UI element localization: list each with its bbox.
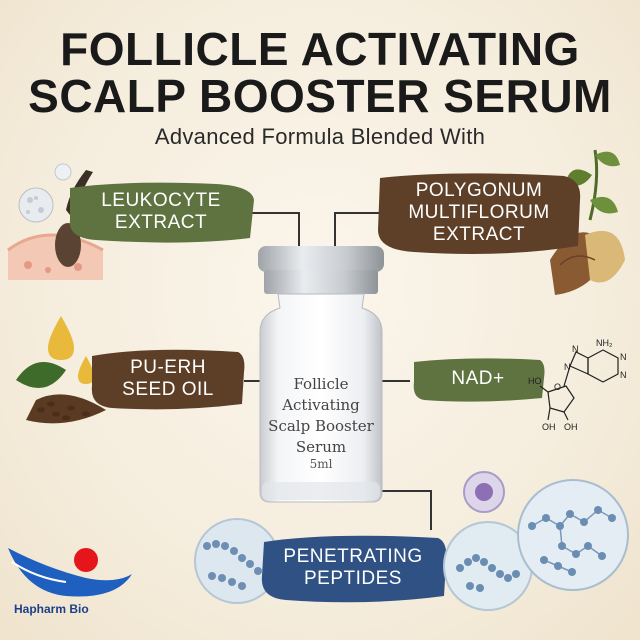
peptides-text: PENETRATING PEPTIDES — [283, 546, 423, 589]
molecule-label-oh1: OH — [542, 422, 556, 432]
leukocyte-text: LEUKOCYTE EXTRACT — [101, 190, 221, 233]
molecule-label-ho: HO — [528, 376, 542, 386]
molecule-label-o: O — [554, 382, 561, 392]
connector-leukocyte — [252, 212, 300, 214]
molecule-label-n2: N — [620, 370, 627, 380]
brand-name: Hapharm Bio — [14, 602, 89, 616]
molecule-label-nh2: NH₂ — [596, 338, 613, 348]
polygonum-text: POLYGONUM MULTIFLORUM EXTRACT — [408, 180, 550, 245]
vial-volume: 5ml — [309, 457, 333, 471]
connector-polygonum-vertical — [334, 212, 336, 250]
ingredient-label-peptides: PENETRATING PEPTIDES — [258, 532, 448, 604]
molecule-label-n4: N — [564, 362, 571, 372]
ingredient-label-polygonum: POLYGONUM MULTIFLORUM EXTRACT — [374, 170, 584, 256]
hapharm-bio-logo — [8, 548, 132, 597]
molecule-label-n3: N — [572, 344, 579, 354]
molecule-label-oh2: OH — [564, 422, 578, 432]
serum-vial — [258, 246, 384, 503]
connector-pu-erh — [244, 380, 260, 382]
peptide-cell-illustration — [463, 471, 505, 513]
peptide-chain-illustration-left — [194, 518, 280, 604]
nad-text: NAD+ — [451, 368, 505, 389]
ingredient-label-nad: NAD+ — [410, 356, 546, 402]
ingredient-label-pu-erh: PU-ERH SEED OIL — [88, 346, 248, 412]
title-line-2: SCALP BOOSTER SERUM — [28, 70, 612, 122]
pu-erh-oil-illustration — [16, 316, 106, 424]
connector-polygonum — [334, 212, 380, 214]
subtitle: Advanced Formula Blended With — [154, 124, 486, 149]
title-line-1: FOLLICLE ACTIVATING — [60, 23, 580, 75]
nad-molecule-diagram: NH₂ N N N N HO O OH OH — [528, 338, 627, 432]
connector-peptides-vertical — [430, 490, 432, 530]
page-title: FOLLICLE ACTIVATING SCALP BOOSTER SERUM — [0, 26, 640, 120]
connector-nad — [380, 380, 410, 382]
ingredient-label-leukocyte: LEUKOCYTE EXTRACT — [66, 180, 256, 244]
vial-label: Follicle Activating Scalp Booster Serum — [268, 375, 374, 456]
pu-erh-text: PU-ERH SEED OIL — [122, 357, 214, 400]
connector-leukocyte-vertical — [298, 212, 300, 250]
molecule-label-n1: N — [620, 352, 627, 362]
connector-peptides — [370, 490, 430, 492]
peptide-chain-illustration-right — [517, 479, 629, 591]
